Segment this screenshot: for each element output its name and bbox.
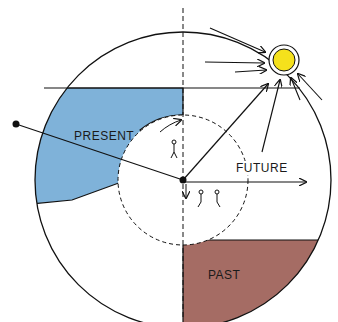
stick-figures bbox=[171, 140, 220, 207]
region-label-box: PAST bbox=[206, 266, 242, 284]
past-region bbox=[183, 240, 338, 322]
region-label-box: PRESENT bbox=[72, 127, 136, 145]
axis bbox=[183, 8, 184, 320]
region-name: PAST bbox=[208, 268, 240, 282]
region-name: PRESENT bbox=[74, 129, 134, 143]
region-name: FUTURE bbox=[234, 161, 290, 175]
chord bbox=[44, 87, 300, 88]
sun bbox=[269, 45, 299, 75]
